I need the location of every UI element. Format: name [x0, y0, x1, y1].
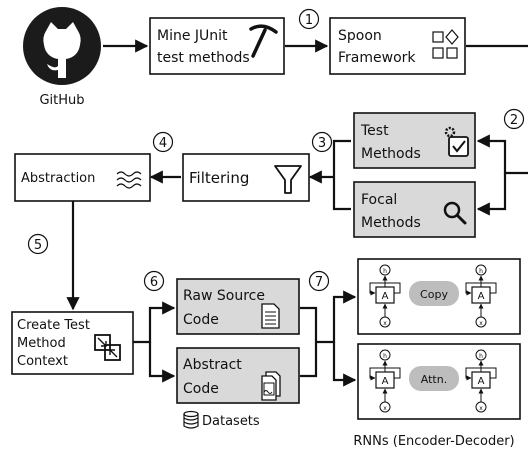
document-icon	[261, 303, 280, 329]
node-filtering: Filtering	[182, 153, 310, 202]
svg-text:3: 3	[318, 136, 326, 151]
svg-text:h: h	[479, 353, 483, 360]
image-document-icon	[261, 371, 281, 401]
svg-text:Method: Method	[17, 336, 66, 351]
node-rnn-attn: h A x Attn. h A x	[357, 343, 521, 420]
svg-text:Framework: Framework	[338, 50, 416, 66]
edge-to-focal-methods	[476, 173, 507, 216]
svg-text:Focal: Focal	[361, 192, 397, 208]
svg-text:Context: Context	[17, 354, 68, 369]
step-3: 3	[311, 131, 333, 153]
svg-text:h: h	[383, 268, 387, 275]
svg-text:Datasets: Datasets	[202, 414, 260, 429]
attention-mechanism-pill	[409, 366, 459, 391]
step-6: 6	[143, 270, 165, 292]
svg-text:Spoon: Spoon	[338, 28, 382, 44]
step-5: 5	[27, 233, 49, 255]
github-label: GitHub	[39, 93, 84, 108]
svg-text:2: 2	[510, 113, 518, 128]
svg-text:Methods: Methods	[361, 146, 421, 162]
svg-text:Raw Source: Raw Source	[183, 288, 265, 304]
svg-text:x: x	[383, 320, 387, 327]
node-test-methods: Test Methods	[353, 112, 476, 169]
svg-text:1: 1	[305, 13, 313, 28]
shapes-icon	[432, 29, 459, 59]
rnn-decoder-cell: h A x	[465, 349, 497, 413]
svg-text:A: A	[382, 376, 389, 387]
edge-context-abstract	[148, 342, 176, 383]
svg-text:7: 7	[315, 275, 323, 290]
node-raw-source-code: Raw Source Code	[176, 278, 300, 335]
svg-text:Copy: Copy	[420, 288, 448, 301]
step-4: 4	[152, 131, 174, 153]
svg-text:Create Test: Create Test	[17, 318, 90, 333]
svg-text:A: A	[382, 291, 389, 302]
rnn-caption: RNNs (Encoder-Decoder)	[353, 434, 514, 449]
node-mine-junit: Mine JUnit test methods	[149, 17, 285, 75]
svg-text:5: 5	[34, 238, 42, 253]
svg-text:Test: Test	[360, 123, 389, 139]
svg-text:Abstraction: Abstraction	[21, 171, 95, 186]
step-1: 1	[298, 8, 320, 30]
magnifier-icon	[443, 201, 467, 225]
svg-text:x: x	[479, 405, 483, 412]
merge-arrows-icon	[94, 334, 121, 361]
svg-text:Filtering: Filtering	[189, 169, 249, 187]
rnn-encoder-cell: h A x	[369, 264, 401, 328]
svg-text:Code: Code	[183, 312, 219, 328]
datasets-legend: Datasets	[183, 410, 260, 429]
node-abstract-code: Abstract Code	[176, 347, 300, 404]
edges	[66, 39, 528, 387]
svg-text:4: 4	[159, 136, 167, 151]
svg-text:x: x	[479, 320, 483, 327]
funnel-icon	[274, 165, 302, 194]
step-7: 7	[308, 270, 330, 292]
edge-to-rnn-attn	[332, 342, 357, 387]
github-octocat-icon	[23, 7, 101, 85]
svg-text:test methods: test methods	[157, 50, 250, 66]
database-icon	[183, 410, 199, 429]
step-markers: 1 2 3 4 5 6 7	[27, 8, 525, 292]
gear-checkbox-icon	[444, 126, 469, 157]
waves-icon	[116, 171, 142, 189]
svg-text:Mine JUnit: Mine JUnit	[157, 28, 228, 44]
edge-to-rnn-copy	[316, 290, 357, 344]
edge-to-test-methods	[476, 134, 528, 175]
node-focal-methods: Focal Methods	[353, 181, 476, 238]
node-github: GitHub	[23, 7, 101, 108]
node-rnn-copy: h A x Copy h A x	[357, 258, 521, 335]
pickaxe-icon	[249, 24, 278, 58]
svg-text:Abstract: Abstract	[183, 357, 242, 373]
svg-text:6: 6	[150, 275, 158, 290]
svg-text:h: h	[383, 353, 387, 360]
node-create-context: Create Test Method Context	[11, 311, 134, 375]
svg-text:Methods: Methods	[361, 215, 421, 231]
rnn-decoder-cell: h A x	[465, 264, 497, 328]
svg-text:A: A	[478, 376, 485, 387]
rnn-encoder-cell: h A x	[369, 349, 401, 413]
edge-test-merge	[332, 139, 351, 177]
copy-mechanism-pill	[409, 281, 459, 306]
svg-text:x: x	[383, 405, 387, 412]
edge-focal-merge	[332, 177, 351, 211]
svg-text:A: A	[478, 291, 485, 302]
svg-text:h: h	[479, 268, 483, 275]
edge-context-raw	[133, 301, 176, 344]
svg-text:Attn.: Attn.	[421, 373, 447, 386]
edge-abstract-merge	[300, 342, 318, 378]
edge-raw-merge	[300, 306, 318, 342]
step-2: 2	[503, 108, 525, 130]
node-spoon: Spoon Framework	[329, 17, 466, 75]
svg-text:Code: Code	[183, 381, 219, 397]
node-abstraction: Abstraction	[14, 153, 151, 202]
